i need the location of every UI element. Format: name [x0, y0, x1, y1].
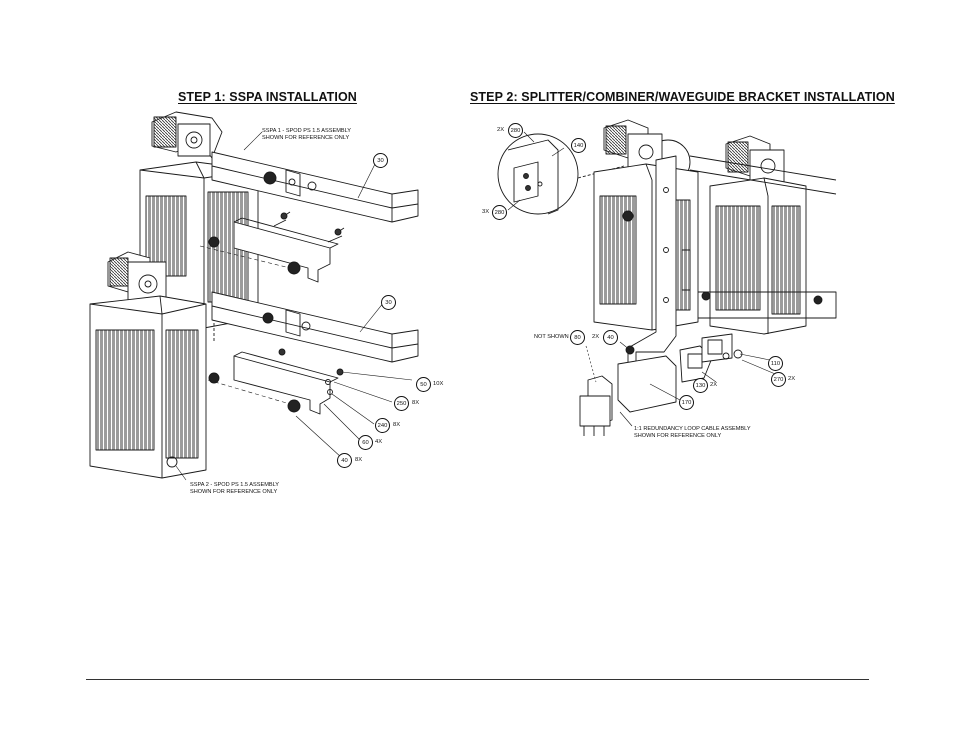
callout-280-a: 280: [508, 123, 523, 138]
callout-170: 170: [679, 395, 694, 410]
lower-rail: [211, 291, 419, 363]
sspa-1-unit: [139, 111, 259, 329]
not-shown-label: NOT SHOWN: [534, 334, 569, 340]
callout-280-b: 280: [492, 205, 507, 220]
lower-bracket: [233, 348, 344, 415]
sspa1-note-line1: SSPA 1 - SPOD PS 1.5 ASSEMBLY: [262, 128, 352, 134]
qty-280-a: 2X: [497, 127, 505, 133]
callout-60: 60: [358, 435, 373, 450]
upper-bracket: [233, 211, 345, 283]
sspa2-note-line1: SSPA 2 - SPOD PS 1.5 ASSEMBLY: [190, 482, 280, 488]
callout-140: 140: [571, 138, 586, 153]
qty-40: 8X: [355, 457, 363, 463]
callout-50: 50: [416, 377, 431, 392]
callout-80: 80: [570, 330, 585, 345]
qty-130: 2X: [710, 382, 718, 388]
footer-rule: [86, 679, 869, 680]
loop-cable-note-line1: 1:1 REDUNDANCY LOOP CABLE ASSEMBLY: [634, 426, 751, 432]
callout-30-upper: 30: [373, 153, 388, 168]
sspa2-note-line2: SHOWN FOR REFERENCE ONLY: [190, 489, 278, 495]
callout-250: 250: [394, 396, 409, 411]
qty-60: 4X: [375, 439, 383, 445]
sspa1-note-line2: SHOWN FOR REFERENCE ONLY: [262, 135, 350, 141]
callout-30-lower: 30: [381, 295, 396, 310]
callout-40: 40: [337, 453, 352, 468]
callout-130: 130: [693, 378, 708, 393]
detail-view-circle: [497, 133, 691, 215]
step2-sspa-left: [593, 119, 699, 331]
qty-240: 8X: [393, 422, 401, 428]
qty-250: 8X: [412, 400, 420, 406]
callout-270: 270: [771, 372, 786, 387]
callout-240: 240: [375, 418, 390, 433]
step2-sspa-right: [689, 135, 837, 335]
qty-270: 2X: [788, 376, 796, 382]
qty-280-b: 3X: [482, 209, 490, 215]
qty-40-step2: 2X: [592, 334, 600, 340]
splitter-combiner: [579, 333, 743, 436]
upper-rail: [211, 151, 419, 223]
callout-40-step2: 40: [603, 330, 618, 345]
qty-50: 10X: [433, 381, 444, 387]
step2-title: STEP 2: SPLITTER/COMBINER/WAVEGUIDE BRAC…: [470, 90, 895, 104]
sspa-2-unit: [89, 251, 220, 479]
step1-title: STEP 1: SSPA INSTALLATION: [178, 90, 357, 104]
callout-110: 110: [768, 356, 783, 371]
loop-cable-note-line2: SHOWN FOR REFERENCE ONLY: [634, 433, 722, 439]
